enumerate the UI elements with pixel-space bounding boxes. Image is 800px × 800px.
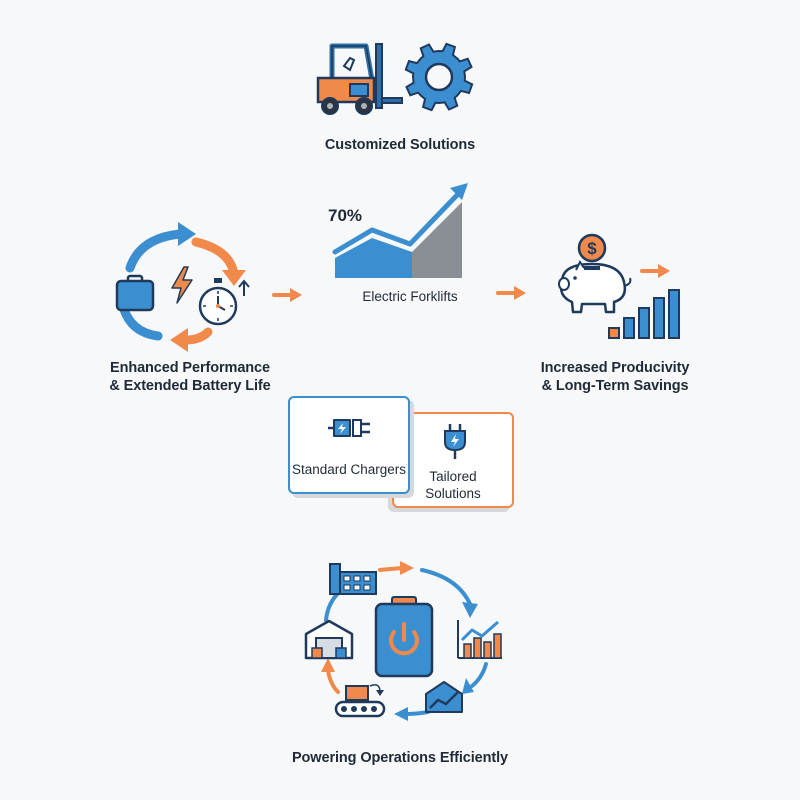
- customized-solutions-title: Customized Solutions: [324, 137, 476, 153]
- cycle-arrow-top: [125, 229, 185, 273]
- lightning-icon: [171, 266, 193, 304]
- warehouse-icon: [304, 619, 354, 660]
- cycle-arrow-right: [191, 237, 239, 279]
- powering-operations-title: Powering Operations Efficiently: [291, 750, 509, 766]
- gear-icon: [404, 42, 474, 112]
- standard-chargers-label: Standard Chargers: [291, 462, 407, 477]
- power-battery-icon: [374, 596, 434, 678]
- growth-percent: 70%: [328, 206, 363, 225]
- tailored-solutions-label: Tailored Solutions: [425, 469, 481, 501]
- electric-forklifts-label: Electric Forklifts: [362, 289, 458, 304]
- battery-pack-icon: [115, 274, 155, 312]
- cycle-arrow-return: [181, 327, 213, 345]
- plug-icon: [444, 424, 466, 459]
- svg-text:$: $: [587, 239, 597, 258]
- enhanced-performance-label: Enhanced Performance & Extended Battery …: [109, 360, 271, 394]
- conveyor-icon: [334, 684, 386, 718]
- bar-chart-icon: [608, 289, 680, 339]
- charger-plug-icon: [328, 419, 370, 437]
- growth-bars-icon: [457, 620, 502, 659]
- tailored-solutions-card[interactable]: Tailored Solutions: [392, 412, 514, 508]
- arrow-right-icon: [640, 264, 670, 278]
- trend-chart-icon: [425, 681, 463, 713]
- piggy-bank-icon: $: [558, 233, 632, 314]
- arrow-right-icon: [272, 288, 302, 302]
- growth-chart-graphic: [332, 183, 468, 278]
- factory-icon: [329, 563, 377, 595]
- arrow-right-icon: [496, 286, 526, 300]
- stopwatch-icon: [198, 278, 250, 326]
- increased-productivity-label: Increased Producivity & Long-Term Saving…: [540, 360, 690, 394]
- standard-chargers-card[interactable]: Standard Chargers: [288, 396, 410, 494]
- forklift-icon: [316, 43, 403, 115]
